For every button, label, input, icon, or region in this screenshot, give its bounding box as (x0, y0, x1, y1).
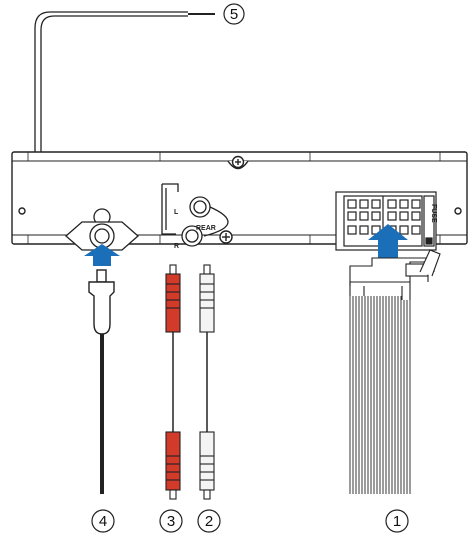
label-rear: REAR (196, 225, 216, 232)
svg-text:3: 3 (167, 513, 175, 530)
callout-3: 3 (159, 509, 183, 533)
callout-4: 4 (91, 509, 115, 533)
arrow-antenna (84, 244, 120, 266)
svg-text:5: 5 (230, 6, 238, 23)
svg-text:4: 4 (99, 513, 107, 530)
label-r: R (174, 243, 179, 250)
iso-wiring-harness (349, 249, 441, 300)
antenna-cable (88, 269, 115, 494)
callout-5: 5 (223, 3, 245, 25)
callout-1: 1 (385, 509, 409, 533)
svg-text:1: 1 (393, 513, 401, 530)
label-l: L (174, 209, 179, 216)
rca-cable-white (199, 264, 215, 500)
label-fuse: FUSE (430, 204, 437, 223)
antenna-socket (65, 208, 139, 251)
callout-2: 2 (197, 509, 221, 533)
harness-wires (349, 296, 411, 494)
svg-text:2: 2 (205, 513, 213, 530)
arrow-iso (368, 224, 408, 262)
rca-cable-red (165, 264, 181, 500)
rear-rca-sockets (161, 183, 229, 247)
